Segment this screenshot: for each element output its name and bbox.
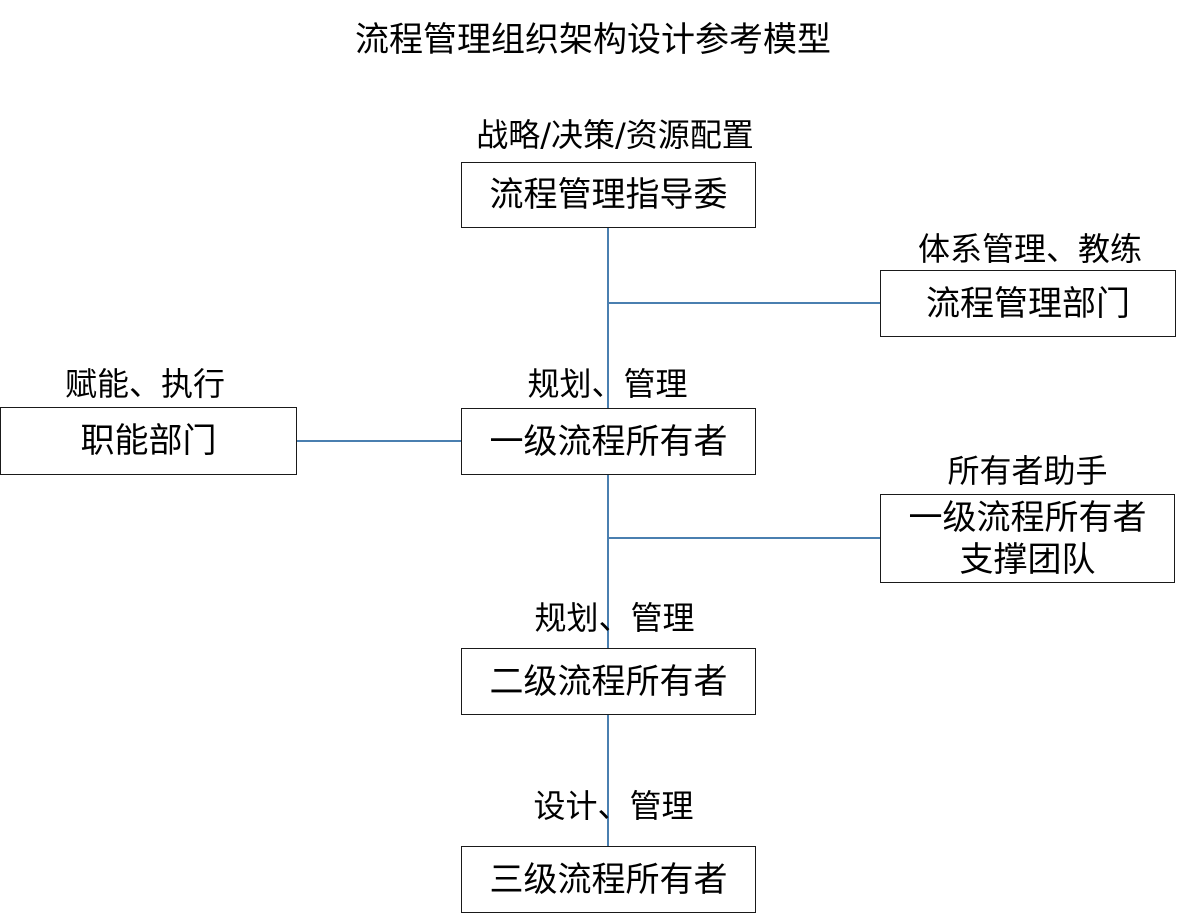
- steering-committee-role: 战略/决策/资源配置: [476, 116, 754, 154]
- level2-owner-label: 二级流程所有者: [489, 661, 728, 702]
- functional-dept-label: 职能部门: [80, 421, 217, 461]
- functional-dept-role: 赋能、执行: [64, 365, 225, 403]
- functional-dept-box: 职能部门: [0, 407, 297, 475]
- level2-owner-box: 二级流程所有者: [461, 648, 756, 715]
- level3-owner-label: 三级流程所有者: [489, 859, 728, 900]
- level1-owner-box: 一级流程所有者: [461, 408, 756, 475]
- level1-support-role: 所有者助手: [947, 452, 1108, 490]
- level1-support-box: 一级流程所有者 支撑团队: [880, 494, 1175, 583]
- level1-support-label-line2: 支撑团队: [959, 539, 1096, 580]
- level3-owner-box: 三级流程所有者: [461, 846, 756, 913]
- level3-owner-role: 设计、管理: [533, 787, 694, 825]
- diagram-title: 流程管理组织架构设计参考模型: [355, 20, 831, 60]
- process-dept-role: 体系管理、教练: [917, 230, 1142, 268]
- steering-committee-box: 流程管理指导委: [461, 162, 756, 228]
- steering-committee-label: 流程管理指导委: [489, 175, 728, 215]
- level1-support-label-line1: 一级流程所有者: [908, 497, 1147, 538]
- level1-owner-label: 一级流程所有者: [489, 421, 728, 462]
- level2-owner-role: 规划、管理: [534, 599, 695, 637]
- level1-owner-role: 规划、管理: [527, 365, 688, 403]
- process-dept-label: 流程管理部门: [926, 283, 1130, 324]
- process-dept-box: 流程管理部门: [880, 270, 1176, 337]
